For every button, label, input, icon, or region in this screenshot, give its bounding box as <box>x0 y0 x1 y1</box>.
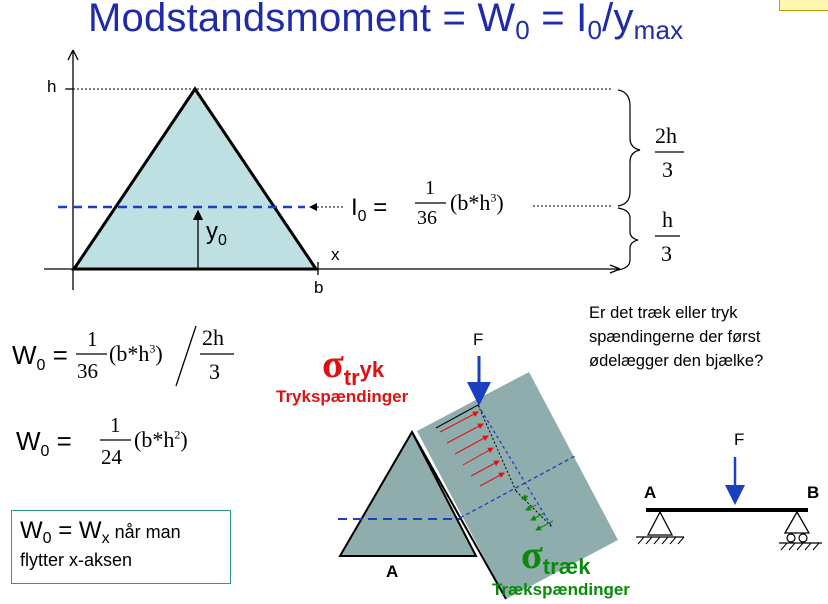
traekspaendinger-caption: Trækspændinger <box>492 580 630 599</box>
i0-fraction-den: 36 <box>417 207 437 229</box>
rotated-point-a: A <box>386 562 399 581</box>
w2-den: 24 <box>101 445 122 469</box>
label-x: x <box>331 245 340 264</box>
corner-marker <box>779 0 828 11</box>
w1-den: 36 <box>77 359 98 383</box>
w2-rest: (b*h2) <box>134 427 188 452</box>
beam-right-label: B <box>807 483 820 502</box>
sigma-tryk-label: σtryk <box>322 341 385 390</box>
rotated-force-label: F <box>473 330 484 349</box>
i0-fraction-num: 1 <box>425 177 435 199</box>
w1-div-num: 2h <box>202 325 224 350</box>
label-b: b <box>314 278 324 297</box>
w0-formula-1-label: W0 = <box>12 340 68 374</box>
compression-arrows <box>439 411 505 487</box>
w2-num: 1 <box>110 413 121 437</box>
rotated-triangle-edge <box>411 431 507 600</box>
roller-support <box>783 510 811 534</box>
brace-top <box>617 89 641 207</box>
slide-title: Modstandsmoment = W0 = I0/ymax <box>88 0 684 45</box>
label-i0: I0 = <box>351 194 388 225</box>
rotated-beam-block <box>417 372 618 599</box>
note-line-1: W0 = Wx når man <box>20 517 181 547</box>
label-h: h <box>47 77 57 96</box>
cross-section-triangle <box>71 86 319 271</box>
pin-support <box>646 510 674 536</box>
w1-div-den: 3 <box>209 359 220 384</box>
trykspaendinger-caption: Trykspændinger <box>276 387 409 406</box>
note-box: W0 = Wx når man flytter x-aksen <box>11 510 231 584</box>
sigma-traek-label: σtræk <box>521 532 591 579</box>
brace-top-num: 2h <box>655 123 677 148</box>
label-y0: y0 <box>206 218 227 249</box>
beam-left-label: A <box>644 483 657 502</box>
beam-force-label: F <box>734 430 745 449</box>
brace-bot-num: h <box>662 207 673 232</box>
brace-bottom <box>617 207 639 271</box>
rotated-triangle <box>338 429 478 557</box>
tension-arrows <box>521 494 554 531</box>
note-line-2: flytter x-aksen <box>20 550 133 570</box>
w1-num: 1 <box>87 327 98 351</box>
w1-rest: (b*h3) <box>109 341 163 366</box>
brace-top-den: 3 <box>662 157 673 182</box>
brace-bot-den: 3 <box>661 241 672 266</box>
w0-formula-2-label: W0 = <box>16 426 72 460</box>
question-text: Er det træk eller tryk spændingerne der … <box>589 304 764 370</box>
i0-formula-rest: (b*h3) <box>450 190 504 215</box>
